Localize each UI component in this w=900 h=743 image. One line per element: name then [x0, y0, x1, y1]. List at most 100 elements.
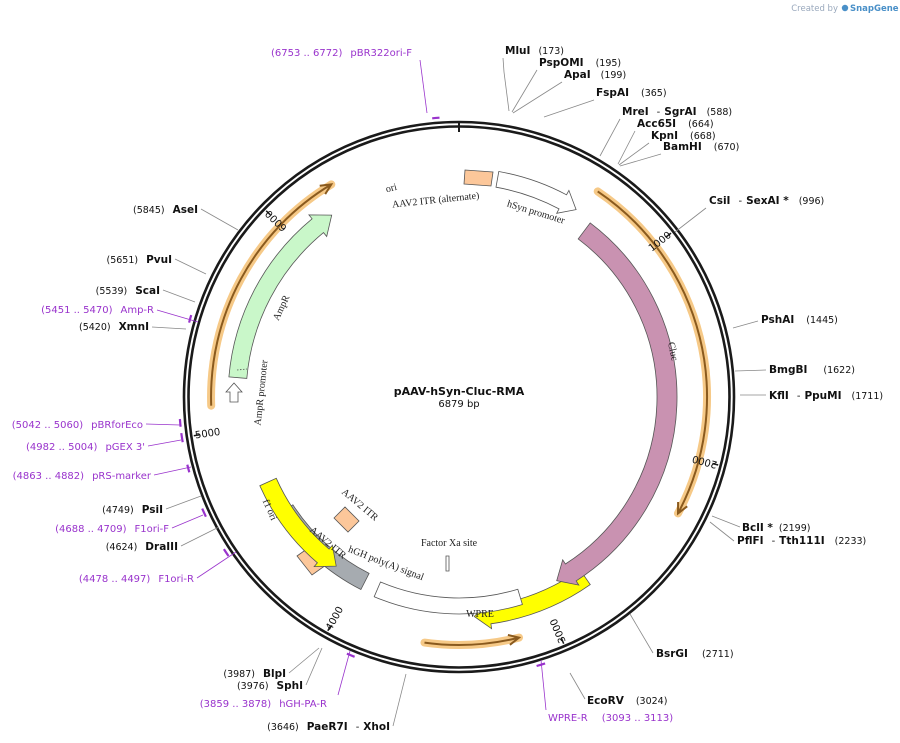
site-pshai: PshAI(1445) [761, 314, 838, 326]
leader-fspai [543, 99, 595, 118]
site-mrei-sgrai: MreI-SgrAI(588) [622, 106, 732, 118]
site-apai: ApaI(199) [564, 69, 626, 81]
tick-label-3000: 3000 [549, 617, 569, 645]
leader-bcli [711, 515, 741, 528]
orf-wpre-rev-head [507, 634, 522, 646]
leader-pbrforeco [145, 423, 181, 426]
snapgene-logo: SnapGene [841, 4, 899, 14]
site-blpi: (3987)BlpI [223, 668, 286, 680]
feature-cluc [556, 222, 678, 586]
leader-pbr322ori-f [419, 59, 428, 114]
leader-pshai [732, 320, 759, 329]
leader-bsrgi [629, 613, 654, 654]
feature-ampr [228, 214, 333, 379]
primer-pgex3: (4982 .. 5004)pGEX 3' [26, 442, 145, 453]
tick-mark-2000 [712, 462, 719, 466]
feature-factor-xa [445, 555, 450, 572]
site-asei: (5845)AseI [133, 204, 198, 216]
primer-mark-prs-marker [186, 464, 191, 473]
leader-pflfi [709, 521, 735, 542]
tick-mark-3000 [560, 637, 565, 644]
primer-layer [178, 116, 546, 668]
feature-itr-alternate [463, 169, 494, 187]
site-paer7i-xhoi: (3646)PaeR7I-XhoI [267, 721, 390, 733]
leader-csii [674, 207, 707, 233]
leader-ecorv [569, 672, 586, 700]
leader-sphi [305, 647, 323, 686]
primer-amp-r: (5451 .. 5470)Amp-R [41, 305, 154, 316]
itr-alt-label: AAV2 ITR (alternate) [392, 190, 480, 210]
site-scai: (5539)ScaI [96, 285, 160, 297]
tick-label-4000: 4000 [324, 605, 346, 633]
ampr-promoter-label: AmpR promoter [253, 359, 271, 426]
leader-hgh-pa-r [337, 650, 351, 696]
orf-wpre-rev-line [424, 636, 520, 646]
tick-label-5000: 5000 [194, 427, 221, 442]
primer-mark-hgh-pa-r [346, 652, 356, 658]
primer-mark-f1ori-f [201, 508, 207, 518]
leader-blpi [288, 647, 320, 674]
site-fspai: FspAI(365) [596, 87, 667, 99]
primer-f1ori-r: (4478 .. 4497)F1ori-R [79, 574, 194, 585]
feature-layer [225, 169, 678, 630]
ampr-label: AmpR [271, 293, 292, 322]
plasmid-name: pAAV-hSyn-Cluc-RMA [394, 385, 525, 398]
leader-mrei [599, 118, 621, 157]
tick-mark-5000 [193, 434, 200, 437]
feature-wpre [373, 581, 523, 615]
leader-psii [165, 495, 202, 510]
site-bcli: BclI *(2199) [742, 522, 810, 534]
primer-pbr322ori-f: (6753 .. 6772)pBR322ori-F [271, 48, 412, 59]
primer-mark-pbr322ori [432, 116, 440, 120]
site-kpni: KpnI(668) [651, 130, 716, 142]
site-bamhi: BamHI(670) [663, 141, 739, 153]
primer-f1ori-f: (4688 .. 4709)F1ori-F [55, 524, 169, 535]
site-pflfi-tth111i: PflFI-Tth111I(2233) [737, 535, 866, 547]
leader-f1ori-f [171, 514, 204, 529]
primer-pbrforeco: (5042 .. 5060)pBRforEco [12, 420, 143, 431]
leader-xmni [151, 326, 187, 330]
site-csii-sexai: CsiI-SexAI *(996) [709, 195, 824, 207]
leader-wpre-r [540, 659, 547, 711]
ori-label: ori [385, 182, 399, 196]
orf-ampr-line [210, 183, 332, 406]
wpre-label: WPRE [466, 609, 494, 620]
leader-prs-marker [153, 466, 192, 476]
leader-acc65i [617, 130, 636, 165]
leader-lines [145, 57, 767, 727]
site-ecorv: EcoRV(3024) [587, 695, 667, 707]
leader-scai [162, 289, 196, 303]
primer-prs-marker: (4863 .. 4882)pRS-marker [13, 471, 152, 482]
snapgene-brand: SnapGene [850, 4, 899, 14]
site-draiii: (4624)DraIII [106, 541, 178, 553]
leader-bmgbi [734, 369, 767, 372]
leader-psp-omi [511, 69, 538, 113]
cluc-label: Cluc [665, 341, 680, 362]
primer-mark-wpre-r [536, 662, 546, 668]
leader-apai [512, 81, 563, 114]
leader-draiii [180, 526, 220, 547]
orf-layer [207, 180, 711, 649]
leader-pgex3 [147, 439, 182, 447]
feature-hsyn-promoter [495, 171, 577, 214]
orf-cluc-line [597, 190, 708, 514]
site-pvui: (5651)PvuI [106, 254, 172, 266]
tick-mark-4000 [327, 625, 332, 632]
tick-mark-6000 [265, 210, 272, 216]
primer-mark-pgex3 [180, 432, 184, 443]
feature-itr-inner [333, 506, 360, 533]
leader-amp-r [156, 309, 199, 323]
primer-hgh-pa-r: (3859 .. 3878)hGH-PA-R [200, 699, 327, 710]
plasmid-size: 6879 bp [438, 399, 479, 410]
primer-mark-pbrforeco [178, 418, 182, 427]
primer-wpre-r: WPRE-R(3093 .. 3113) [548, 713, 673, 724]
factor-xa-label: Factor Xa site [421, 538, 478, 549]
site-psii: (4749)PsiI [102, 504, 163, 516]
site-psp-omi: PspOMI(195) [539, 57, 621, 69]
leader-mlui [502, 57, 510, 112]
site-sphi: (3976)SphI [237, 680, 303, 692]
leader-kpni [618, 142, 650, 166]
leader-asei [200, 208, 239, 231]
primer-mark-amp-r [188, 314, 193, 323]
